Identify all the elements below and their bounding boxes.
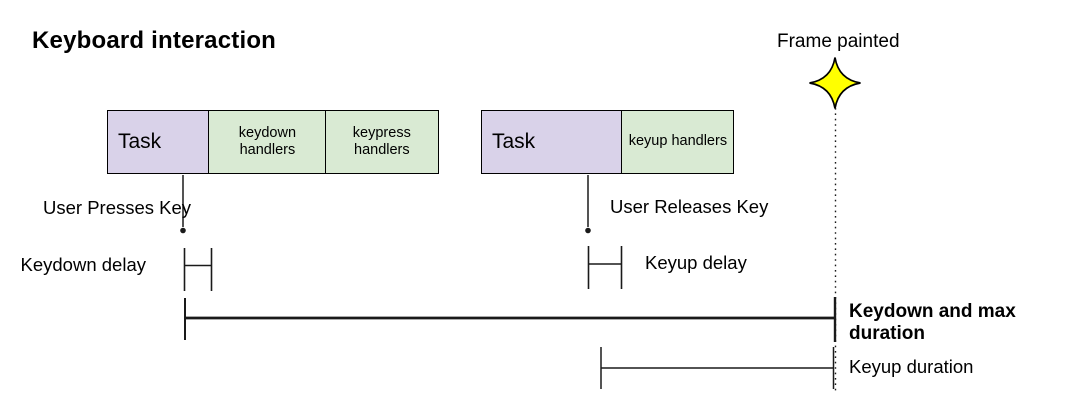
keydown-task-segment: Task [107,110,210,174]
user-presses-key-label: User Presses Key [43,197,192,218]
frame-painted-label: Frame painted [777,31,900,52]
frame-painted-star-icon [809,57,861,109]
keydown-delay-bracket [183,248,213,291]
keydown-handlers-segment: keydown handlers [208,110,327,174]
keyup-duration-label: Keyup duration [849,356,974,377]
user-release-arrow [585,175,591,234]
keydown-duration-line [184,297,837,342]
keyup-handlers-label: keyup handlers [628,133,728,150]
keyup-delay-label: Keyup delay [645,252,747,273]
keypress-handlers-segment: keypress handlers [324,110,439,174]
keyup-delay-bracket [587,246,623,289]
diagram-title: Keyboard interaction [32,27,277,54]
four-point-star-shape [809,57,861,109]
keyup-duration-line [600,347,835,389]
keydown-task-bar: Task keydown handlers keypress handlers [107,110,439,174]
keyup-task-segment: Task [481,110,623,174]
keypress-handlers-label: keypress handlers [352,124,411,158]
keyup-handlers-segment: keyup handlers [621,110,735,174]
keydown-max-duration-label: Keydown and max duration [849,301,1016,344]
keydown-handlers-label: keydown handlers [238,124,297,158]
keyup-task-bar: Task keyup handlers [481,110,735,174]
keydown-delay-label: Keydown delay [20,254,146,275]
user-releases-key-label: User Releases Key [610,196,769,217]
